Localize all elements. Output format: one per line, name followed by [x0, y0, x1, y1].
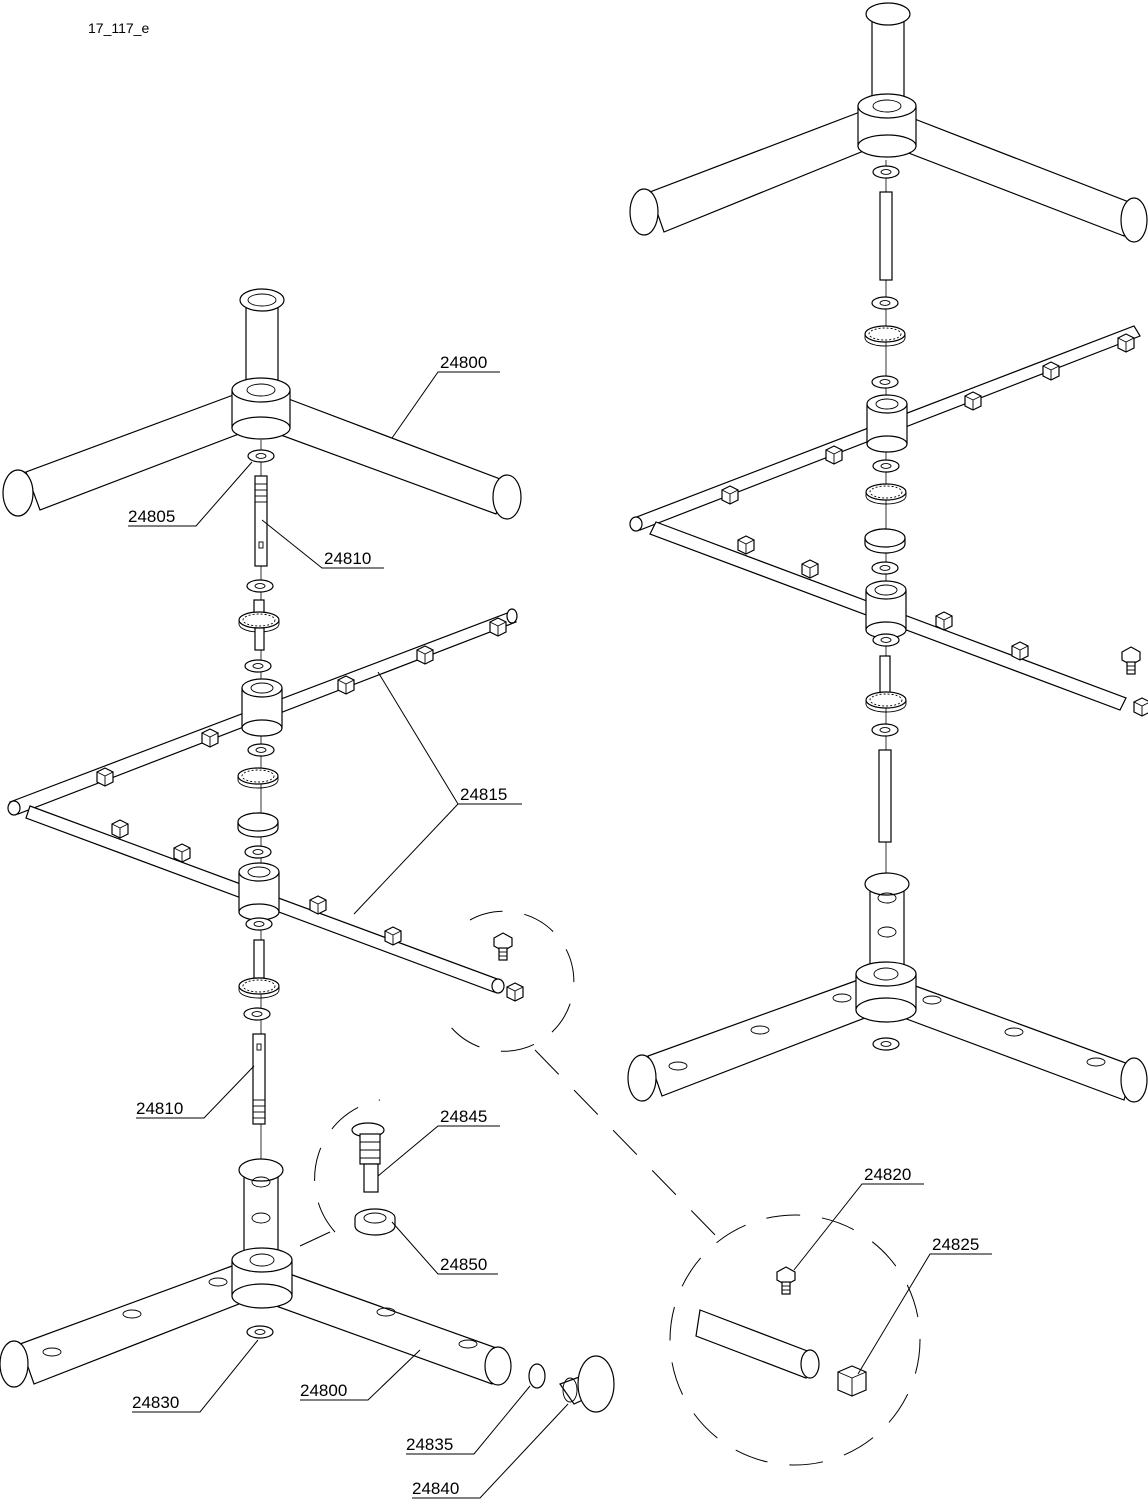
callout-24845: 24845: [440, 1107, 487, 1126]
gear-lower: [238, 939, 280, 999]
bushing-mid: [247, 743, 275, 757]
gear-upper: [238, 599, 280, 651]
foot-cap-24840: [559, 1355, 615, 1413]
spray-bar-hub-lower: [238, 862, 280, 921]
callout-24840: 24840: [412, 1479, 459, 1498]
fitting-24845: [351, 1122, 385, 1193]
top-stand-arm-right: [277, 397, 522, 520]
callout-24800-bottom: 24800: [300, 1381, 347, 1400]
detail-circle-left: [439, 910, 575, 1052]
gear-mid: [237, 767, 279, 789]
bottom-stand-arm-right: [275, 1271, 512, 1386]
callout-24815: 24815: [460, 785, 507, 804]
enlarged-detail: [534, 1049, 921, 1466]
shaft-lower: [252, 1033, 266, 1125]
callout-24830: 24830: [132, 1393, 179, 1412]
r-bottom-stand: [627, 872, 1148, 1103]
leader-lines: [128, 371, 992, 1499]
spray-bar-hub-upper: [241, 678, 283, 737]
bushing-bottom: [245, 917, 273, 931]
bottom-stand-arm-left: [0, 1265, 245, 1388]
detail-bolt: [493, 932, 513, 961]
bottom-stand-hub: [231, 1247, 293, 1309]
detail-circle-center: [314, 1099, 381, 1233]
drawing-reference: 17_117_e: [88, 20, 150, 36]
left-assembly: [0, 288, 615, 1413]
callout-24825: 24825: [932, 1235, 979, 1254]
callout-24810-top: 24810: [324, 549, 371, 568]
r-top-stand: [629, 2, 1148, 243]
bushing-upper: [244, 659, 272, 673]
shaft-upper: [254, 475, 268, 567]
top-stand-arm-left: [2, 393, 245, 517]
callout-24805: 24805: [128, 507, 175, 526]
washer-24805: [247, 449, 275, 463]
detail-nut: [506, 982, 524, 1002]
washer-upper-2: [246, 579, 274, 593]
top-stand-post: [239, 288, 285, 391]
callout-24800-top: 24800: [440, 353, 487, 372]
callouts: 24800 24805 24810 24815 24810 24845 2485…: [128, 353, 979, 1498]
bottom-stand-post: [238, 1158, 284, 1261]
right-assembly: [627, 2, 1148, 1103]
callout-24820: 24820: [864, 1165, 911, 1184]
ring-24850: [354, 1208, 396, 1236]
washer-lower: [243, 1007, 271, 1021]
top-stand-hub: [231, 377, 291, 440]
callout-24810-bottom: 24810: [136, 1099, 183, 1118]
cap-mid: [237, 812, 279, 838]
washer-24830: [246, 1325, 274, 1339]
callout-24835: 24835: [406, 1435, 453, 1454]
callout-24850: 24850: [440, 1255, 487, 1274]
bushing-lower: [244, 845, 272, 859]
o-ring-24835: [528, 1363, 546, 1389]
